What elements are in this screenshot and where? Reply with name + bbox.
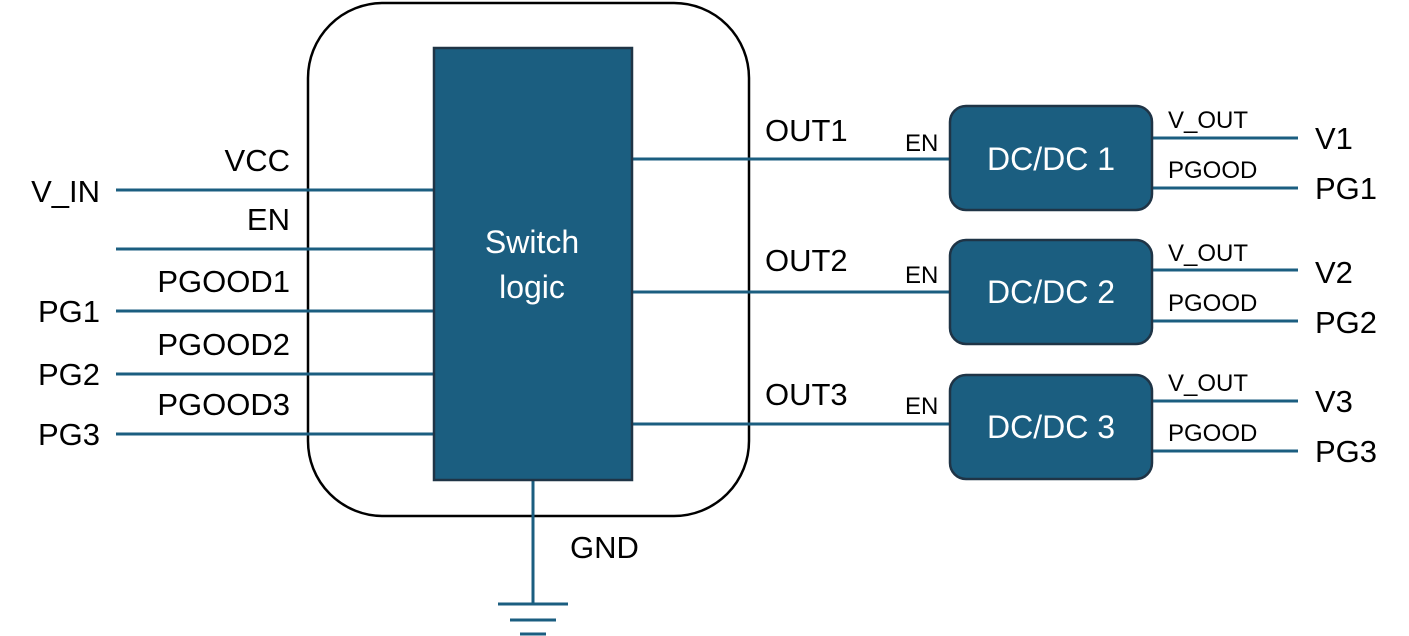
pin-label-pgood3: PGOOD3 xyxy=(157,387,290,422)
converter-2-label: DC/DC 2 xyxy=(987,274,1115,310)
converter-1-en-label: EN xyxy=(905,130,938,157)
converter-2-block xyxy=(948,238,1154,346)
converter-1-pgood-label: PGOOD xyxy=(1168,157,1257,184)
switch-logic-label-line1: Switch xyxy=(485,224,579,260)
net-label-v2: V2 xyxy=(1315,255,1353,290)
converter-2-vout-label: V_OUT xyxy=(1168,240,1248,267)
net-label-pg3-in: PG3 xyxy=(38,417,100,452)
net-label-pg2-in: PG2 xyxy=(38,357,100,392)
converter-3-label: DC/DC 3 xyxy=(987,409,1115,445)
converter-1-label: DC/DC 1 xyxy=(987,141,1115,177)
pin-label-pgood1: PGOOD1 xyxy=(157,264,290,299)
converter-1-vout-label: V_OUT xyxy=(1168,107,1248,134)
converter-2-pgood-label: PGOOD xyxy=(1168,290,1257,317)
pin-label-en: EN xyxy=(247,202,290,237)
ground-icon xyxy=(498,602,568,636)
converter-2-en-label: EN xyxy=(905,262,938,289)
net-label-pg1-in: PG1 xyxy=(38,294,100,329)
pin-label-pgood2: PGOOD2 xyxy=(157,327,290,362)
net-label-pg3-out: PG3 xyxy=(1315,434,1377,469)
net-label-pg2-out: PG2 xyxy=(1315,305,1377,340)
switch-logic-block xyxy=(432,46,634,482)
pin-label-out2: OUT2 xyxy=(765,243,848,278)
pin-label-vcc: VCC xyxy=(225,143,290,178)
pin-label-out1: OUT1 xyxy=(765,113,848,148)
converter-1: DC/DC 1 EN V_OUT PGOOD V1 PG1 xyxy=(905,104,1377,212)
net-label-pg1-out: PG1 xyxy=(1315,171,1377,206)
gnd-label: GND xyxy=(570,530,639,565)
converter-3: DC/DC 3 EN V_OUT PGOOD V3 PG3 xyxy=(905,370,1377,481)
converter-3-block xyxy=(948,373,1154,481)
converter-3-vout-label: V_OUT xyxy=(1168,370,1248,397)
switch-logic-label-line2: logic xyxy=(499,269,565,305)
net-label-vin: V_IN xyxy=(31,174,100,209)
converter-1-block xyxy=(948,104,1154,212)
converter-3-pgood-label: PGOOD xyxy=(1168,420,1257,447)
converter-3-en-label: EN xyxy=(905,393,938,420)
net-label-v3: V3 xyxy=(1315,384,1353,419)
pin-label-out3: OUT3 xyxy=(765,377,848,412)
net-label-v1: V1 xyxy=(1315,121,1353,156)
converter-2: DC/DC 2 EN V_OUT PGOOD V2 PG2 xyxy=(905,238,1377,346)
switch-ic-package xyxy=(306,1,751,518)
